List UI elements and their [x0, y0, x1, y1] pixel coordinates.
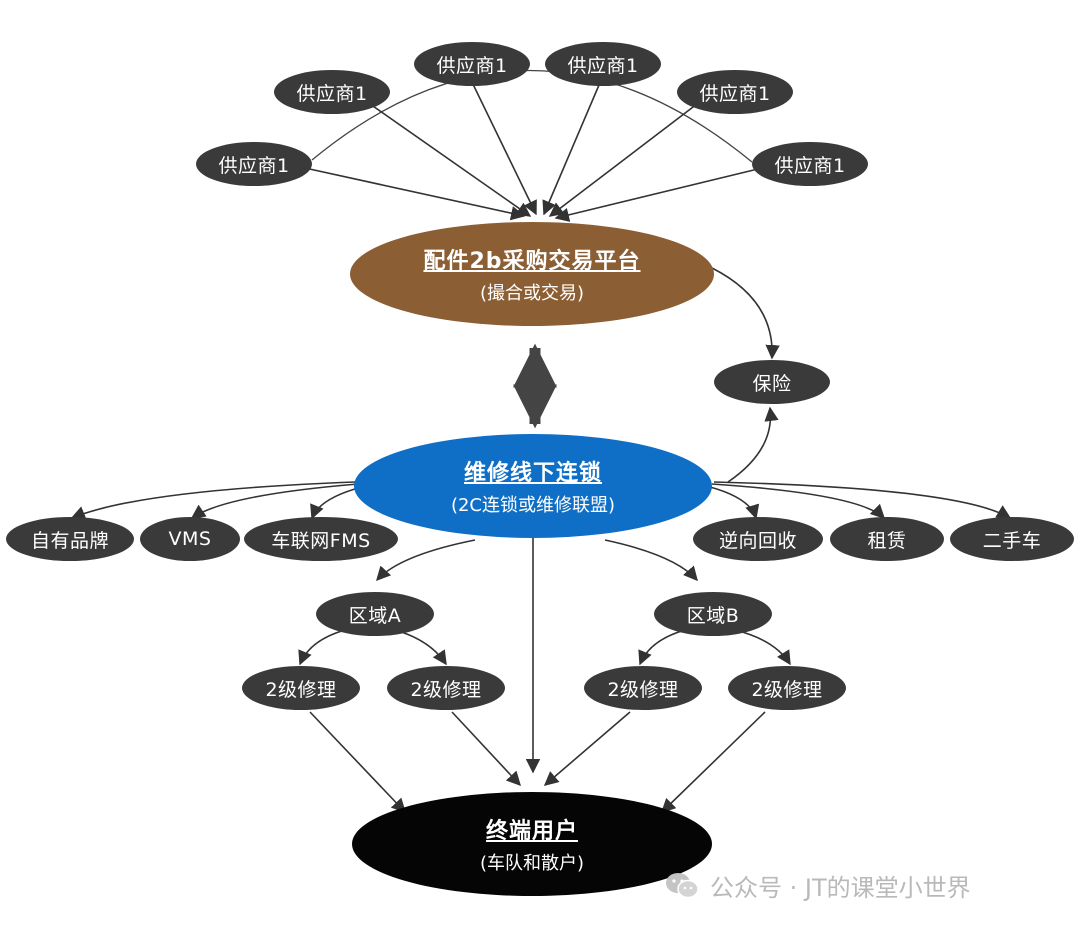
arrow-supplier6-platform	[554, 167, 763, 222]
arrow-chain-recycle	[709, 486, 760, 520]
arrow-repair4-enduser	[660, 711, 766, 814]
supplier-node-4: 供应商1	[545, 42, 661, 86]
arrow-supplier5-platform	[548, 103, 698, 217]
arrow-chain-lease	[711, 483, 886, 520]
arrow-chain-selfbrand	[70, 481, 356, 520]
right-service-node-2: 租赁	[830, 517, 944, 561]
supplier-node-1: 供应商1	[196, 142, 312, 186]
end-user-node: 终端用户 (车队和散户)	[352, 792, 712, 896]
supplier-node-6: 供应商1	[752, 142, 868, 186]
arrow-supplier3-platform	[469, 77, 537, 216]
end-user-title: 终端用户	[485, 819, 578, 844]
arrow-regionB-repair4	[734, 629, 791, 666]
arrow-supplier1-platform	[304, 167, 526, 221]
arrow-platform-insurance	[711, 267, 780, 360]
arrow-regionA-repair1	[298, 629, 346, 666]
wechat-icon	[666, 872, 699, 898]
arrow-chain-vms	[190, 483, 359, 519]
region-node-b: 区域B	[654, 592, 772, 636]
supplier-node-2: 供应商1	[274, 70, 390, 114]
arrow-chain-usedcar	[713, 481, 1012, 519]
repair-chain-subtitle: (2C连锁或维修联盟)	[450, 495, 616, 516]
platform-node: 配件2b采购交易平台 (撮合或交易)	[350, 222, 714, 326]
supplier-arc	[311, 69, 753, 163]
end-user-subtitle: (车队和散户)	[479, 853, 585, 874]
repair-chain-node: 维修线下连锁 (2C连锁或维修联盟)	[354, 434, 712, 538]
insurance-node: 保险	[714, 360, 830, 404]
arrow-regionB-repair3	[638, 629, 686, 666]
arrow-repair2-enduser	[451, 711, 521, 787]
left-service-node-2: VMS	[140, 517, 240, 561]
platform-subtitle: (撮合或交易)	[479, 283, 585, 304]
supplier-node-5: 供应商1	[677, 70, 793, 114]
right-service-node-1: 逆向回收	[693, 517, 823, 561]
right-service-node-3: 二手车	[950, 517, 1074, 561]
arrow-chain-regionB	[604, 539, 698, 582]
repair-chain-title: 维修线下连锁	[463, 461, 602, 486]
left-service-node-3: 车联网FMS	[244, 517, 398, 561]
level2-repair-node-1: 2级修理	[242, 666, 360, 710]
left-service-node-1: 自有品牌	[6, 517, 134, 561]
watermark-text: 公众号 · JT的课堂小世界	[710, 874, 971, 902]
watermark: 公众号 · JT的课堂小世界	[664, 868, 971, 903]
level2-repair-node-2: 2级修理	[387, 666, 505, 710]
platform-title: 配件2b采购交易平台	[423, 249, 641, 274]
region-node-a: 区域A	[316, 592, 434, 636]
arrow-repair1-enduser	[309, 711, 406, 814]
arrow-supplier4-platform	[542, 77, 603, 216]
supplier-node-3: 供应商1	[414, 42, 530, 86]
arrow-regionA-repair2	[394, 629, 447, 666]
level2-repair-node-4: 2级修理	[728, 666, 846, 710]
arrow-chain-regionA	[376, 539, 476, 582]
arrow-supplier2-platform	[369, 103, 532, 217]
arrow-chain-insurance	[727, 406, 779, 483]
arrow-repair3-enduser	[543, 711, 631, 786]
level2-repair-node-3: 2级修理	[584, 666, 702, 710]
